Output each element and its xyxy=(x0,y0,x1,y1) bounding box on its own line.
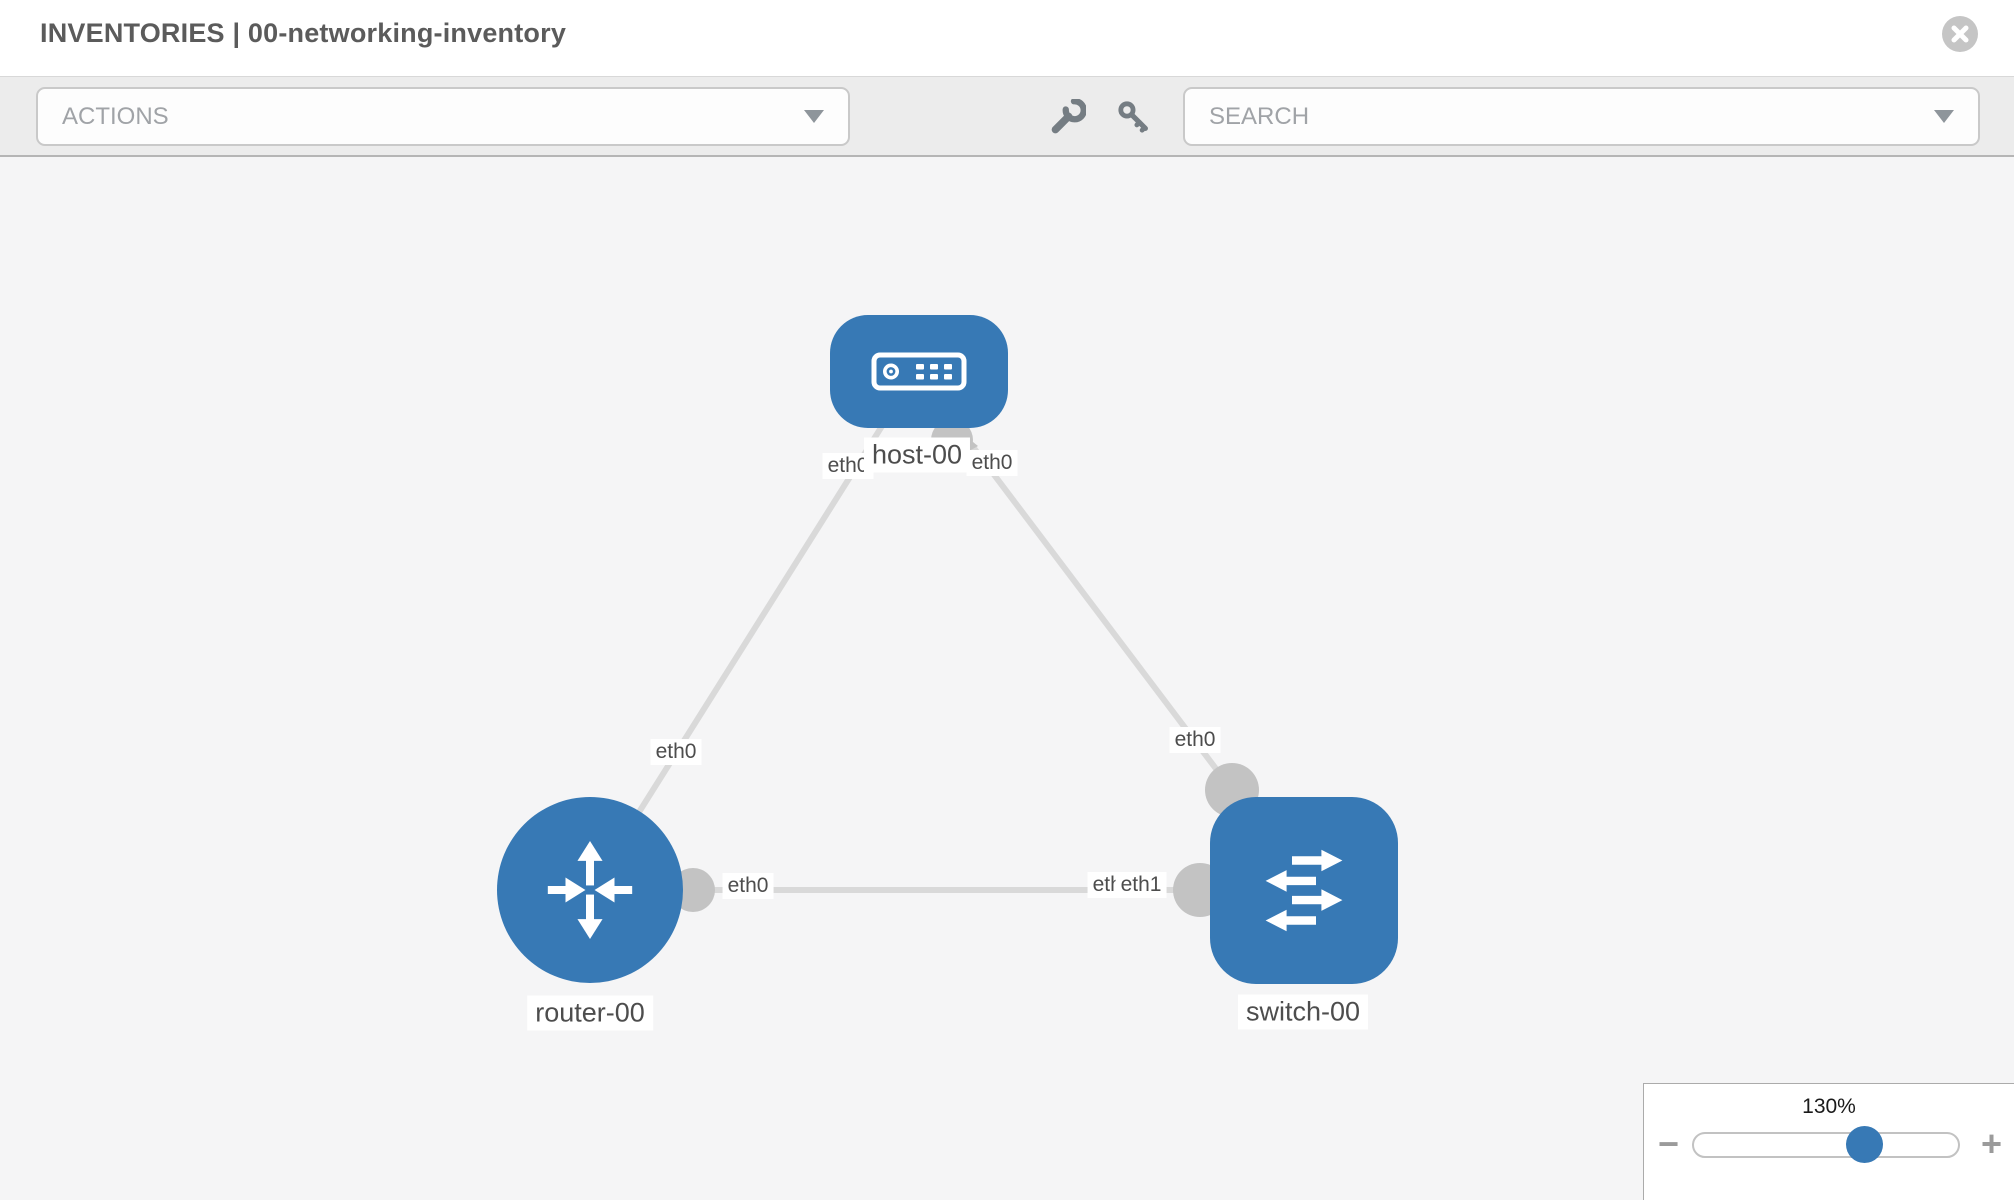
toolbar: ACTIONS SEARCH xyxy=(0,76,2014,157)
switch-icon xyxy=(1265,849,1343,932)
zoom-panel: 130% − + xyxy=(1643,1083,2014,1200)
close-icon xyxy=(1951,25,1969,43)
window-header: INVENTORIES | 00-networking-inventory xyxy=(0,0,2014,76)
zoom-out-button[interactable]: − xyxy=(1658,1123,1680,1164)
node-label-host: host-00 xyxy=(863,437,971,473)
chevron-down-icon xyxy=(1934,110,1954,123)
router-node-shape[interactable] xyxy=(497,797,683,983)
node-switch[interactable] xyxy=(1210,797,1398,984)
router-icon xyxy=(547,840,633,940)
topology-canvas[interactable]: eth0 host-00 eth0 eth0 eth0 eth0 eth0 et… xyxy=(0,157,2014,1200)
interface-label: eth0 xyxy=(650,739,702,765)
interface-label: eth0 xyxy=(1169,727,1221,753)
interface-label: eth0 xyxy=(966,450,1018,476)
node-host[interactable] xyxy=(830,315,1008,428)
node-router[interactable] xyxy=(497,797,683,983)
wrench-icon[interactable] xyxy=(1050,99,1086,135)
zoom-level: 130% xyxy=(1802,1095,1856,1118)
interface-label: eth1 xyxy=(1115,872,1167,898)
host-icon xyxy=(871,352,967,391)
chevron-down-icon xyxy=(804,110,824,123)
zoom-slider: − + xyxy=(1644,1123,2014,1164)
search-dropdown-placeholder: SEARCH xyxy=(1209,102,1310,130)
topology-graph xyxy=(497,315,1398,984)
close-button[interactable] xyxy=(1942,16,1978,52)
actions-dropdown[interactable]: ACTIONS xyxy=(36,87,850,146)
page-title: INVENTORIES | 00-networking-inventory xyxy=(40,18,567,48)
host-node-shape[interactable] xyxy=(830,315,1008,428)
zoom-in-button[interactable]: + xyxy=(1980,1123,2002,1164)
node-label-router: router-00 xyxy=(527,995,653,1031)
interface-label: eth0 xyxy=(722,873,774,899)
search-dropdown[interactable]: SEARCH xyxy=(1183,87,1980,146)
zoom-slider-track[interactable] xyxy=(1692,1126,1960,1163)
actions-dropdown-label: ACTIONS xyxy=(62,102,169,130)
node-label-switch: switch-00 xyxy=(1237,994,1369,1030)
link-router-host xyxy=(587,413,892,892)
key-icon[interactable] xyxy=(1116,99,1152,135)
switch-node-shape[interactable] xyxy=(1210,797,1398,984)
zoom-slider-thumb[interactable] xyxy=(1846,1126,1884,1163)
